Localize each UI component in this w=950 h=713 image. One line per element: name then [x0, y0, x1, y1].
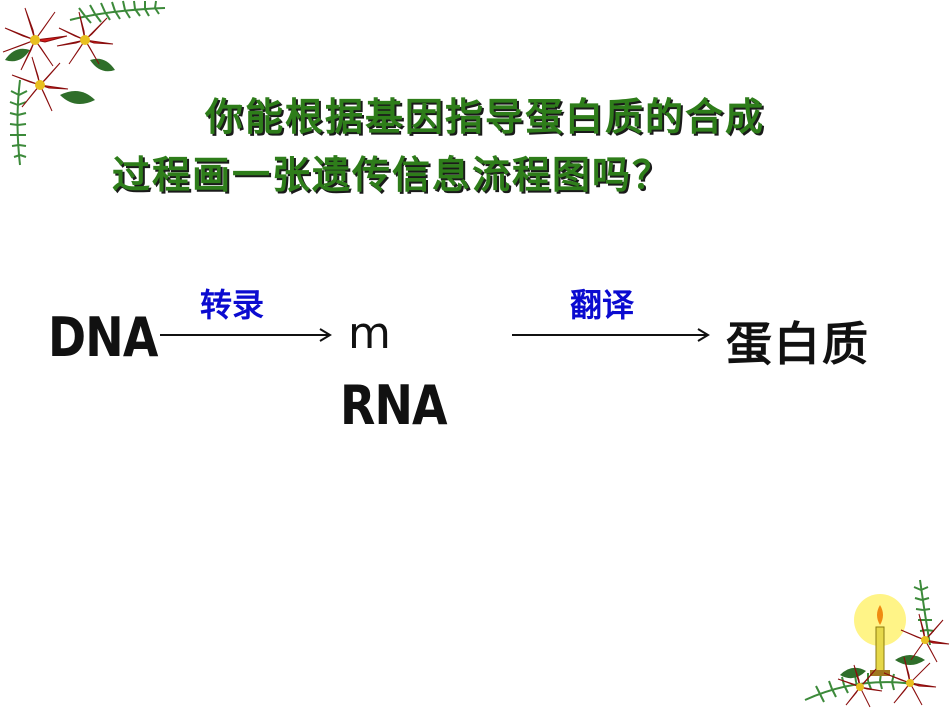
dna-label: DNA — [48, 306, 158, 369]
transcription-label: 转录 — [200, 286, 265, 324]
protein-label: 蛋白质 — [726, 317, 870, 371]
translation-arrow — [512, 328, 710, 342]
question-line-2: 过程画一张遗传信息流程图吗？ — [112, 152, 673, 197]
candle-bottom-right-icon — [804, 579, 950, 708]
mrna-prefix-label: m — [348, 308, 391, 359]
translation-label: 翻译 — [570, 286, 635, 324]
poinsettia-top-left-icon — [2, 0, 166, 166]
mrna-main-label: RNA — [340, 374, 448, 437]
transcription-arrow — [160, 328, 332, 342]
question-line-1: 你能根据基因指导蛋白质的合成 — [205, 94, 766, 139]
